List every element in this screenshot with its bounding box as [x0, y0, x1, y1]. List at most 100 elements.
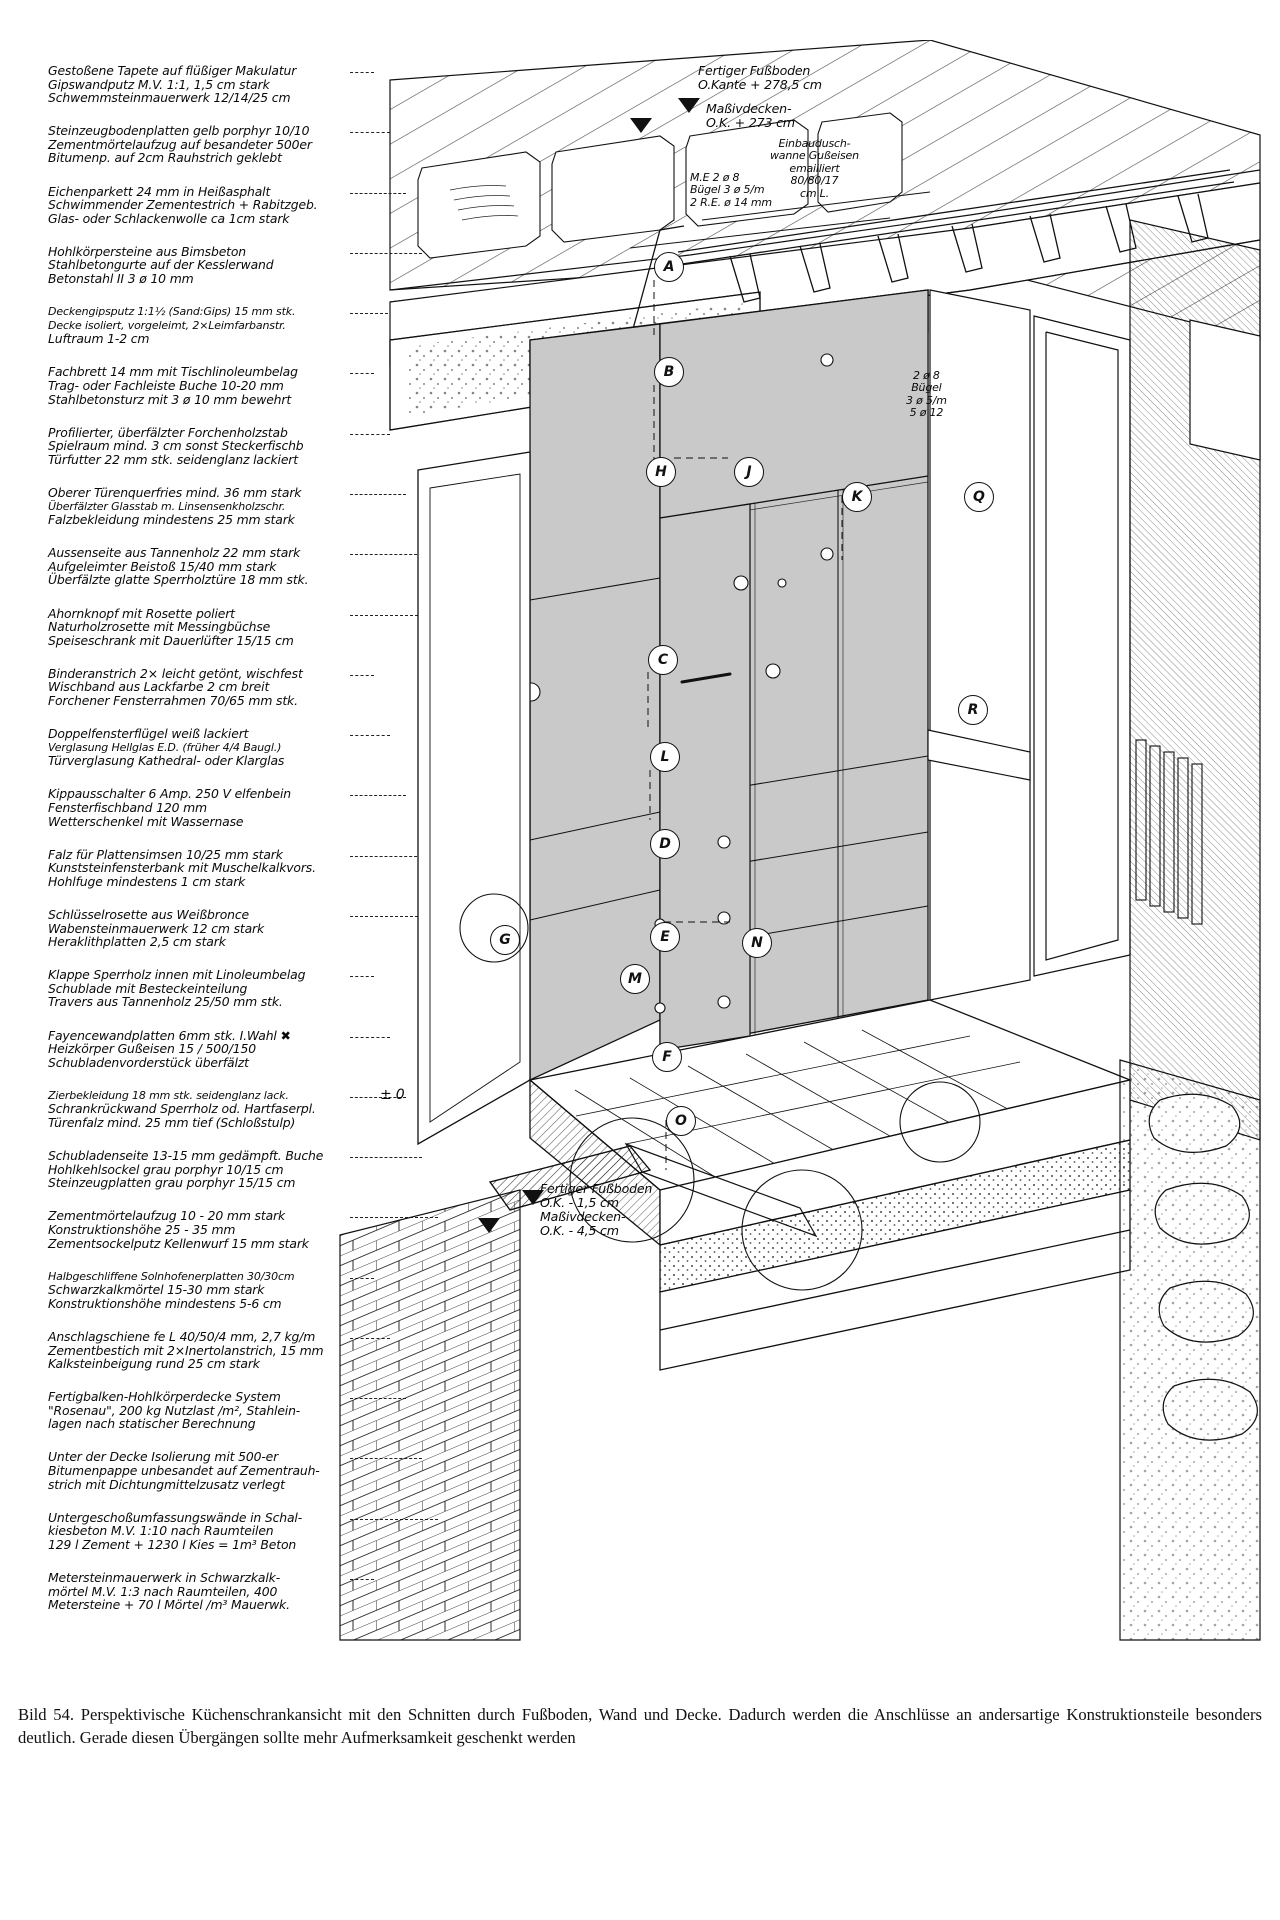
annotation-line: O.K. - 4,5 cm: [540, 1223, 619, 1238]
leader-line: [350, 1157, 422, 1159]
leader-line: [350, 1217, 438, 1219]
spec-block: Untergeschoßumfassungswände in Schal-kie…: [48, 1511, 438, 1552]
annotation-line: Fertiger Fußboden: [698, 63, 811, 78]
spec-line: Kalksteinbeigung rund 25 cm stark: [48, 1356, 260, 1372]
leader-line: [350, 674, 374, 676]
callout-n: N: [742, 928, 772, 958]
spec-line: Naturholzrosette mit Messingbüchse: [48, 619, 271, 635]
spec-line: Stahlbetongurte auf der Kesslerwand: [48, 257, 274, 273]
callout-f: F: [652, 1042, 682, 1072]
spec-line: Profilierter, überfälzter Forchenholzsta…: [48, 424, 288, 440]
spec-line: Aussenseite aus Tannenholz 22 mm stark: [48, 545, 301, 561]
level-triangle-ceiling-2: [678, 98, 700, 113]
callout-m: M: [620, 964, 650, 994]
leader-line: [350, 1096, 406, 1098]
leader-line: [350, 855, 422, 857]
callout-q: Q: [964, 482, 994, 512]
spec-line: Betonstahl II 3 ø 10 mm: [48, 271, 194, 287]
spec-line: Decke isoliert, vorgeleimt, 2×Leimfarban…: [48, 318, 286, 332]
annotation-line: 3 ø 5/m: [906, 393, 947, 407]
figure-caption: Bild 54. Perspektivische Küchenschrankan…: [18, 1705, 1262, 1747]
spec-line: Schrankrückwand Sperrholz od. Hartfaserp…: [48, 1101, 316, 1117]
spec-line: Speiseschrank mit Dauerlüfter 15/15 cm: [48, 632, 294, 648]
spec-block: Profilierter, überfälzter Forchenholzsta…: [48, 424, 390, 467]
callout-j: J: [734, 457, 764, 487]
annotation-line: Fertiger Fußboden: [540, 1181, 653, 1196]
annotation-line: O.Kante + 278,5 cm: [698, 77, 822, 92]
spec-line: Schwemmsteinmauerwerk 12/14/25 cm: [48, 90, 291, 106]
spec-line: Kippausschalter 6 Amp. 250 V elfenbein: [48, 786, 291, 802]
spec-line: Unter der Decke Isolierung mit 500-er: [48, 1449, 279, 1465]
spec-line: Kunststeinfensterbank mit Muschelkalkvor…: [48, 860, 316, 876]
spec-line: Fayencewandplatten 6mm stk. I.Wahl ✖: [48, 1027, 291, 1043]
spec-line: Gestoßene Tapete auf flüßiger Makulatur: [48, 63, 297, 78]
spec-line: Metersteinmauerwerk in Schwarzkalk-: [48, 1570, 281, 1586]
spec-line: "Rosenau", 200 kg Nutzlast /m², Stahlein…: [48, 1402, 301, 1418]
spec-line: Wabensteinmauerwerk 12 cm stark: [48, 920, 264, 936]
annotation-floor-level: Fertiger Fußboden O.K. - 1,5 cm Maßivdec…: [540, 1182, 652, 1238]
spec-line: Travers aus Tannenholz 25/50 mm stk.: [48, 994, 283, 1010]
leader-line: [350, 976, 374, 978]
spec-line: Schublade mit Besteckeinteilung: [48, 980, 248, 996]
spec-line: Trag- oder Fachleiste Buche 10-20 mm: [48, 378, 284, 393]
level-triangle-floor-1: [522, 1190, 544, 1205]
leader-line: [350, 72, 374, 73]
leader-line: [350, 1036, 390, 1038]
callout-e: E: [650, 922, 680, 952]
leader-line: [350, 132, 390, 134]
perspective-construction-drawing: Fertiger Fußboden O.Kante + 278,5 cm Maß…: [330, 40, 1270, 1680]
spec-line: Schwimmender Zementestrich + Rabitzgeb.: [48, 197, 318, 213]
annotation-shower-tub: Einbaudusch- wanne Gußeisen emailliert 8…: [770, 137, 859, 200]
spec-line: Zementmörtelaufzug 10 - 20 mm stark: [48, 1208, 285, 1224]
spec-block: Schubladenseite 13-15 mm gedämpft. Buche…: [48, 1149, 422, 1190]
spec-line: Aufgeleimter Beistoß 15/40 mm stark: [48, 558, 277, 574]
spec-line: Türfutter 22 mm stk. seidenglanz lackier…: [48, 451, 298, 467]
spec-block: Steinzeugbodenplatten gelb porphyr 10/10…: [48, 124, 390, 166]
spec-line: Bitumenpappe unbesandet auf Zementrauh-: [48, 1463, 320, 1479]
callout-b: B: [654, 357, 684, 387]
annotation-line: 2 R.E. ø 14 mm: [690, 195, 772, 209]
annotation-line: 5 ø 12: [909, 406, 944, 420]
spec-line: Wetterschenkel mit Wassernase: [48, 813, 244, 829]
spec-line: Türenfalz mind. 25 mm tief (Schloßstulp): [48, 1114, 296, 1130]
spec-line: mörtel M.V. 1:3 nach Raumteilen, 400: [48, 1583, 278, 1599]
callout-l: L: [650, 742, 680, 772]
spec-block: Halbgeschliffene Solnhofenerplatten 30/3…: [48, 1270, 374, 1311]
spec-line: Falzbekleidung mindestens 25 mm stark: [48, 512, 295, 528]
callout-r: R: [958, 695, 988, 725]
callout-k: K: [842, 482, 872, 512]
leader-line: [350, 433, 390, 435]
spec-line: Hohlkehlsockel grau porphyr 10/15 cm: [48, 1161, 284, 1177]
level-triangle-ceiling-1: [630, 118, 652, 133]
spec-line: Zementbestich mit 2×Inertolanstrich, 15 …: [48, 1342, 324, 1358]
spec-line: Metersteine + 70 l Mörtel /m³ Mauerwk.: [48, 1597, 290, 1613]
spec-line: Überfälzter Glasstab m. Linsensenkholzsc…: [48, 499, 286, 513]
spec-block: Fertigbalken-Hohlkörperdecke System"Rose…: [48, 1389, 406, 1431]
spec-line: Zierbekleidung 18 mm stk. seidenglanz la…: [48, 1088, 289, 1102]
spec-line: Wischband aus Lackfarbe 2 cm breit: [48, 679, 270, 695]
spec-line: Luftraum 1-2 cm: [48, 331, 150, 347]
spec-line: strich mit Dichtungmittelzusatz verlegt: [48, 1476, 285, 1492]
spec-block: Zierbekleidung 18 mm stk. seidenglanz la…: [48, 1088, 406, 1130]
spec-line: Bitumenp. auf 2cm Rauhstrich geklebt: [48, 150, 282, 166]
leader-line: [350, 735, 390, 737]
spec-block: Deckengipsputz 1:1½ (Sand:Gips) 15 mm st…: [48, 305, 438, 347]
spec-line: Schubladenvorderstück überfälzt: [48, 1054, 249, 1070]
annotation-line: Maßivdecken-: [706, 101, 792, 116]
spec-block: Metersteinmauerwerk in Schwarzkalk-mörte…: [48, 1570, 374, 1613]
spec-line: Fensterfischband 120 mm: [48, 799, 207, 815]
spec-line: Zementsockelputz Kellenwurf 15 mm stark: [48, 1235, 309, 1251]
spec-line: Glas- oder Schlackenwolle ca 1cm stark: [48, 210, 290, 226]
spec-line: Ahornknopf mit Rosette poliert: [48, 605, 235, 621]
spec-line: Fertigbalken-Hohlkörperdecke System: [48, 1389, 281, 1405]
level-triangle-floor-2: [478, 1218, 500, 1233]
annotation-ceiling-level: Fertiger Fußboden O.Kante + 278,5 cm: [698, 64, 822, 92]
